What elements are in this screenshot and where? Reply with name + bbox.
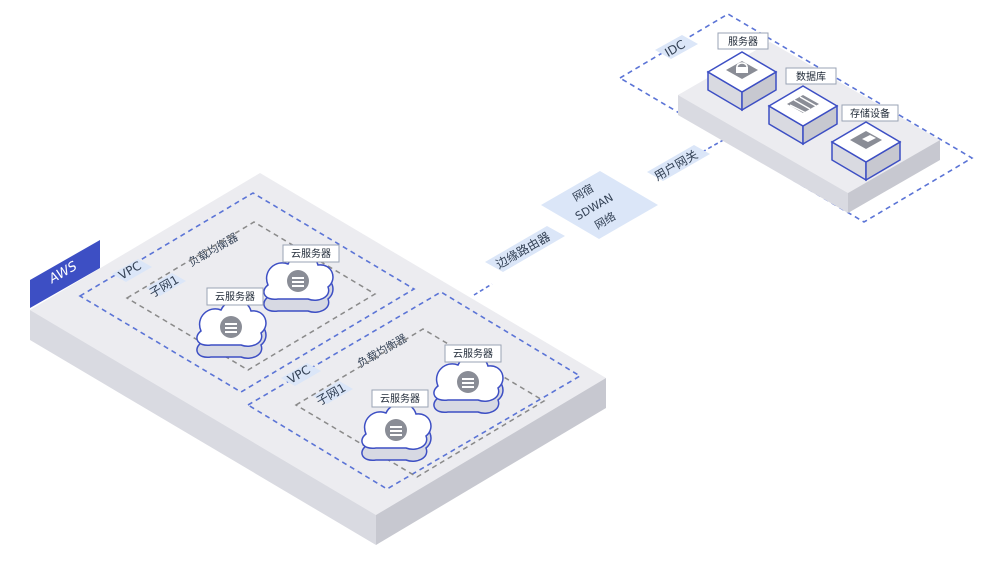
cloud-server-2b-label: 云服务器 (380, 392, 420, 405)
cloud-server-2a-label-box (444, 344, 502, 363)
cloud-server-1b-label: 云服务器 (215, 290, 255, 303)
aws-platform-left-side (30, 310, 376, 545)
user-gateway-tag (647, 145, 710, 181)
server-stack-icon (220, 316, 242, 338)
cloud-server-2a-label: 云服务器 (453, 347, 493, 360)
storage-icon (850, 131, 882, 149)
lock-server-icon (726, 61, 758, 79)
vpc-1-boundary (78, 192, 416, 393)
subnet-2-boundary (294, 328, 546, 478)
idc-server[interactable] (706, 51, 778, 112)
subnet-1-boundary (125, 221, 377, 371)
idc-server-label: 服务器 (728, 35, 758, 48)
idc-database-label: 数据库 (796, 70, 826, 83)
idc-platform-left-side (678, 95, 848, 213)
edge-router-tag (485, 226, 565, 272)
aws-platform-top (30, 173, 606, 515)
cloud-server-2a[interactable] (433, 354, 504, 415)
cloud-server-2b[interactable] (361, 402, 432, 463)
server-stack-icon (287, 270, 309, 292)
idc-boundary (618, 13, 974, 223)
idc-storage-label-box (841, 104, 899, 122)
cloud-server-1a[interactable] (263, 253, 334, 314)
idc-server-label-box (717, 32, 769, 50)
user-gateway[interactable]: 用户网关 (647, 145, 710, 184)
cloud-server-1a-label: 云服务器 (291, 247, 331, 260)
idc-database[interactable] (767, 85, 839, 146)
user-gateway-label: 用户网关 (651, 147, 700, 184)
idc-storage-label: 存储设备 (850, 107, 890, 120)
subnet-1-tag (146, 273, 186, 296)
cloud-server-1b[interactable] (196, 299, 267, 360)
idc-storage[interactable] (830, 121, 902, 182)
sdwan-network[interactable]: 网宿 SDWAN 网络 (541, 171, 658, 239)
link-aws-to-edge (473, 283, 493, 296)
idc-database-label-box (785, 67, 837, 85)
cloud-server-2b-label-box (371, 389, 429, 408)
edge-router[interactable]: 边缘路由器 (485, 226, 565, 272)
idc-platform-right-side (848, 140, 940, 213)
server-stack-icon (385, 419, 407, 441)
vpc-2-tag (281, 363, 321, 386)
aws-platform-right-side (376, 378, 606, 545)
sdwan-tile (541, 171, 658, 239)
aws-platform: AWS (30, 173, 606, 545)
cloud-server-1a-label-box (282, 244, 340, 263)
server-stack-icon (457, 371, 479, 393)
edge-router-label: 边缘路由器 (493, 229, 552, 272)
aws-tag (30, 240, 100, 308)
database-icon (787, 95, 819, 114)
idc-tag (655, 35, 698, 59)
cloud-server-1b-label-box (206, 287, 264, 306)
vpc-1-tag (112, 259, 152, 282)
subnet-2-tag (313, 381, 353, 404)
